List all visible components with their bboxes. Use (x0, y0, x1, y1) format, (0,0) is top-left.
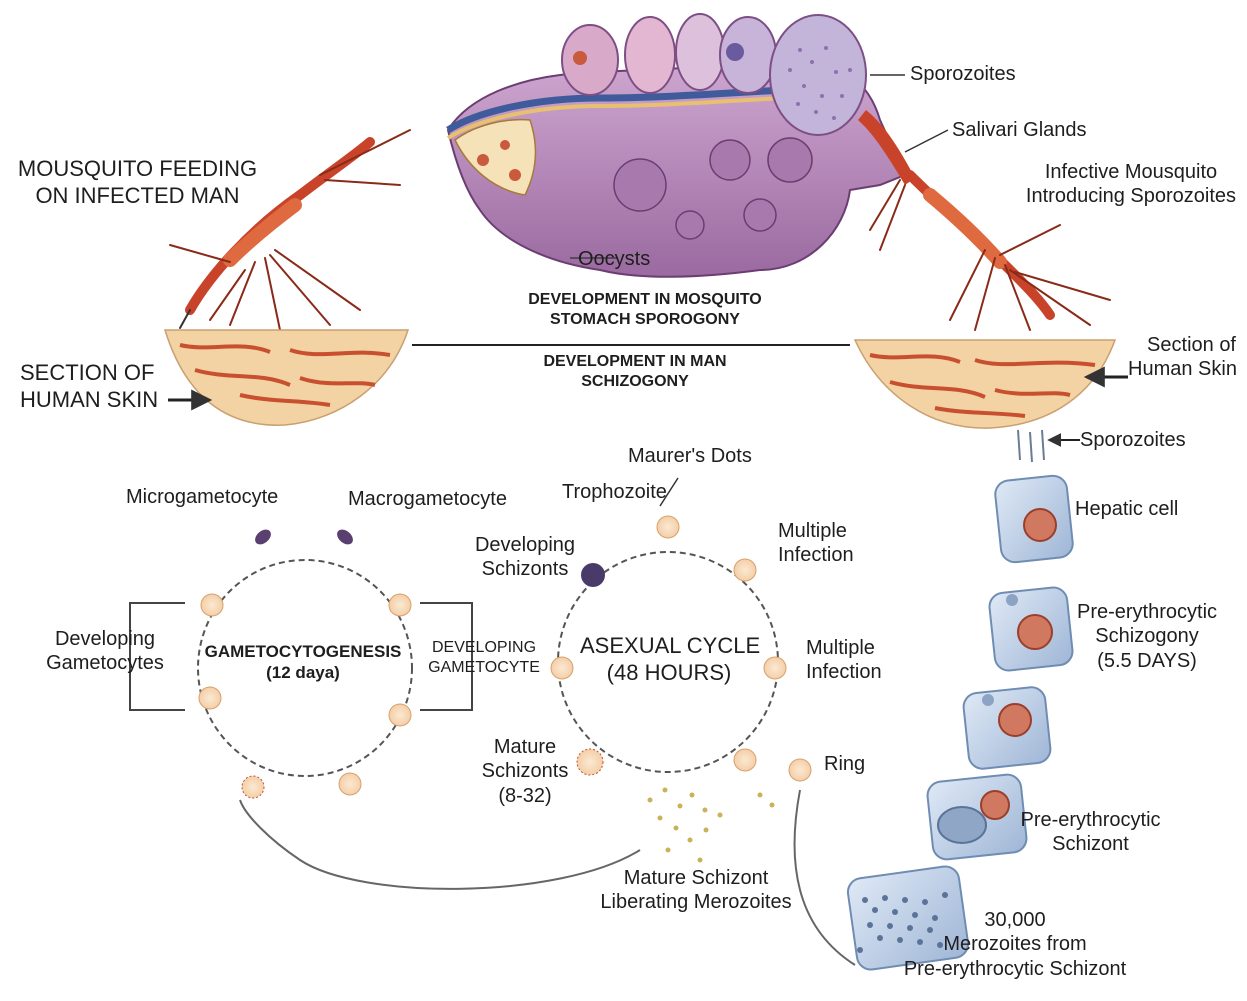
label-multiple-infection-1-line1: Multiple (778, 519, 854, 543)
label-asexual-cycle-line2: (48 HOURS) (580, 660, 758, 687)
label-developing-schizonts: Developing Schizonts (470, 533, 580, 582)
label-section-skin-right-line1: Section of (1128, 333, 1236, 357)
oocyst-bump-3 (676, 14, 724, 90)
label-pre-erythrocytic-schizogony: Pre-erythrocytic Schizogony (5.5 DAYS) (1072, 600, 1222, 673)
label-pre-erythrocytic-schizont-line2: Schizont (1018, 832, 1163, 856)
label-multiple-infection-2: Multiple Infection (806, 636, 882, 685)
oocyst-5 (676, 211, 704, 239)
oocyst-2 (710, 140, 750, 180)
ookinete-3 (509, 169, 521, 181)
label-development-man-line1: DEVELOPMENT IN MAN (470, 352, 800, 372)
label-developing-gametocyte-caps-line1: DEVELOPING (425, 638, 543, 658)
label-oocysts: Oocysts (578, 247, 650, 271)
label-pre-erythrocytic-schizont-line1: Pre-erythrocytic (1018, 808, 1163, 832)
label-developing-gametocyte-caps: DEVELOPING GAMETOCYTE (425, 638, 543, 677)
sporozoite-strands (1018, 430, 1044, 462)
label-development-man: DEVELOPMENT IN MAN SCHIZOGONY (470, 352, 800, 391)
label-infective-mosquito-line2: Introducing Sporozoites (1020, 184, 1242, 208)
label-pre-erythrocytic-schizogony-line1: Pre-erythrocytic (1072, 600, 1222, 624)
liberated-merozoites (648, 788, 775, 863)
label-merozoites-line2: Merozoites from (900, 932, 1130, 956)
skin-section-right (855, 340, 1115, 428)
oocyst-4 (744, 199, 776, 231)
label-infective-mosquito-line1: Infective Mousquito (1020, 160, 1242, 184)
asexual-cycle-ring (551, 478, 811, 781)
label-sporozoites-top: Sporozoites (910, 62, 1016, 86)
label-multiple-infection-1: Multiple Infection (778, 519, 854, 568)
label-multiple-infection-2-line2: Infection (806, 660, 882, 684)
label-developing-schizonts-line1: Developing (470, 533, 580, 557)
label-mature-schizont-liberating-line1: Mature Schizont (596, 866, 796, 890)
pointer-salivary-glands (905, 130, 948, 152)
hepatic-cells (846, 474, 1074, 971)
label-gametocytogenesis-line1: GAMETOCYTOGENESIS (198, 642, 408, 663)
label-mature-schizonts: Mature Schizonts (8-32) (475, 735, 575, 808)
label-mature-schizonts-line3: (8-32) (475, 784, 575, 808)
label-gametocytogenesis-line2: (12 daya) (198, 663, 408, 684)
label-developing-schizonts-line2: Schizonts (470, 557, 580, 581)
label-ring: Ring (824, 752, 865, 776)
label-asexual-cycle: ASEXUAL CYCLE (48 HOURS) (580, 633, 758, 687)
label-pre-erythrocytic-schizogony-line3: (5.5 DAYS) (1072, 649, 1222, 673)
label-development-mosquito: DEVELOPMENT IN MOSQUITO STOMACH SPOROGON… (470, 290, 820, 329)
label-merozoites-line1: 30,000 (900, 908, 1130, 932)
label-multiple-infection-2-line1: Multiple (806, 636, 882, 660)
hepatic-to-ring-path (795, 790, 855, 965)
label-gametocytogenesis: GAMETOCYTOGENESIS (12 daya) (198, 642, 408, 683)
label-infective-mosquito: Infective Mousquito Introducing Sporozoi… (1020, 160, 1242, 209)
oocyst-bump-2 (625, 17, 675, 93)
label-salivary-glands: Salivari Glands (952, 118, 1087, 142)
label-microgametocyte: Microgametocyte (126, 485, 278, 509)
label-developing-gametocyte-caps-line2: GAMETOCYTE (425, 658, 543, 678)
oocyst-nucleus-1 (573, 51, 587, 65)
label-section-skin-left-line1: SECTION OF (20, 360, 158, 387)
label-multiple-infection-1-line2: Infection (778, 543, 854, 567)
label-asexual-cycle-line1: ASEXUAL CYCLE (580, 633, 758, 660)
mosquito-stomach (448, 14, 915, 277)
label-macrogametocyte: Macrogametocyte (348, 487, 507, 511)
label-mosquito-feeding-line2: ON INFECTED MAN (10, 183, 265, 210)
oocyst-bursting (770, 15, 866, 135)
label-developing-gametocytes: Developing Gametocytes (40, 627, 170, 676)
label-pre-erythrocytic-schizogony-line2: Schizogony (1072, 624, 1222, 648)
label-maurers-dots: Maurer's Dots (628, 444, 752, 468)
label-section-skin-right: Section of Human Skin (1128, 333, 1236, 382)
label-development-man-line2: SCHIZOGONY (470, 372, 800, 392)
label-mosquito-feeding: MOUSQUITO FEEDING ON INFECTED MAN (10, 156, 265, 210)
skin-section-left (165, 330, 408, 425)
oocyst-nucleus-2 (726, 43, 744, 61)
ookinete (477, 154, 489, 166)
label-developing-gametocytes-line2: Gametocytes (40, 651, 170, 675)
label-pre-erythrocytic-schizont: Pre-erythrocytic Schizont (1018, 808, 1163, 857)
label-mature-schizonts-line1: Mature (475, 735, 575, 759)
label-section-skin-left-line2: HUMAN SKIN (20, 387, 158, 414)
label-sporozoites-right: Sporozoites (1080, 428, 1186, 452)
label-trophozoite: Trophozoite (562, 480, 667, 504)
label-section-skin-right-line2: Human Skin (1128, 357, 1236, 381)
oocyst-3 (768, 138, 812, 182)
label-mature-schizont-liberating: Mature Schizont Liberating Merozoites (596, 866, 796, 915)
label-merozoites: 30,000 Merozoites from Pre-erythrocytic … (900, 908, 1130, 981)
label-development-mosquito-line1: DEVELOPMENT IN MOSQUITO (470, 290, 820, 310)
label-section-skin-left: SECTION OF HUMAN SKIN (20, 360, 158, 414)
label-merozoites-line3: Pre-erythrocytic Schizont (900, 957, 1130, 981)
ookinete-2 (500, 140, 510, 150)
oocyst-1 (614, 159, 666, 211)
oocyst-bump-1 (562, 25, 618, 95)
label-mature-schizont-liberating-line2: Liberating Merozoites (596, 890, 796, 914)
label-mature-schizonts-line2: Schizonts (475, 759, 575, 783)
label-mosquito-feeding-line1: MOUSQUITO FEEDING (10, 156, 265, 183)
label-developing-gametocytes-line1: Developing (40, 627, 170, 651)
label-development-mosquito-line2: STOMACH SPOROGONY (470, 310, 820, 330)
merozoite-to-gametocyte-path (240, 800, 640, 889)
label-hepatic-cell: Hepatic cell (1075, 497, 1178, 521)
